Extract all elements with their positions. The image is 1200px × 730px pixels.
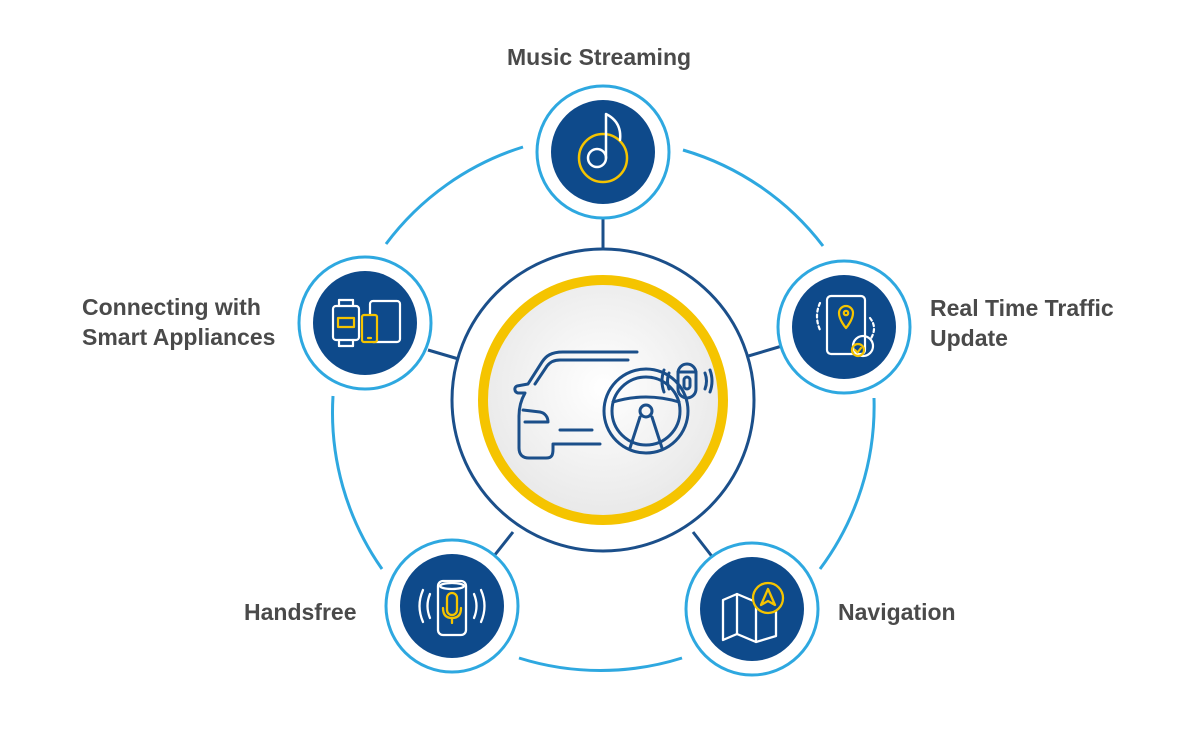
- traffic-map-icon: [815, 294, 876, 358]
- node-traffic-update: [776, 259, 912, 395]
- music-note-icon: [577, 112, 629, 184]
- outer-ring: [331, 145, 876, 672]
- ring-arc-handsfree-smart: [331, 395, 384, 570]
- label-line: Connecting with: [82, 294, 261, 320]
- center-yellow-ring: [478, 275, 728, 525]
- ring-arc-traffic-navigation: [818, 397, 876, 570]
- label-handsfree: Handsfree: [244, 597, 356, 627]
- label-line: Smart Appliances: [82, 324, 276, 350]
- node-fill: [400, 554, 504, 658]
- smart-speaker-icon: [418, 579, 486, 637]
- node-handsfree: [384, 538, 520, 674]
- ring-arc-navigation-handsfree: [518, 656, 683, 672]
- label-line: Handsfree: [244, 599, 357, 625]
- ring-arc-music-traffic: [682, 148, 825, 247]
- node-fill: [700, 557, 804, 661]
- car-dashboard-voice-assistant-icon: [513, 350, 714, 460]
- navigation-map-icon: [721, 581, 785, 644]
- label-music-streaming: Music Streaming: [507, 42, 691, 72]
- center-hub: [450, 247, 756, 553]
- label-line: Navigation: [838, 599, 956, 625]
- node-navigation: [684, 541, 820, 677]
- label-line: Update: [930, 325, 1008, 351]
- node-music-streaming: [535, 84, 671, 220]
- spoke-navigation: [691, 531, 716, 560]
- label-smart-appliances: Connecting with Smart Appliances: [82, 292, 275, 352]
- label-line: Music Streaming: [507, 44, 692, 70]
- smart-devices-icon: [331, 298, 402, 348]
- label-navigation: Navigation: [838, 597, 956, 627]
- spoke-traffic: [744, 344, 783, 359]
- label-traffic-update: Real Time Traffic Update: [930, 293, 1114, 353]
- ring-arc-smart-music: [384, 145, 524, 245]
- label-line: Real Time Traffic: [930, 295, 1114, 321]
- node-smart-appliances: [297, 255, 433, 391]
